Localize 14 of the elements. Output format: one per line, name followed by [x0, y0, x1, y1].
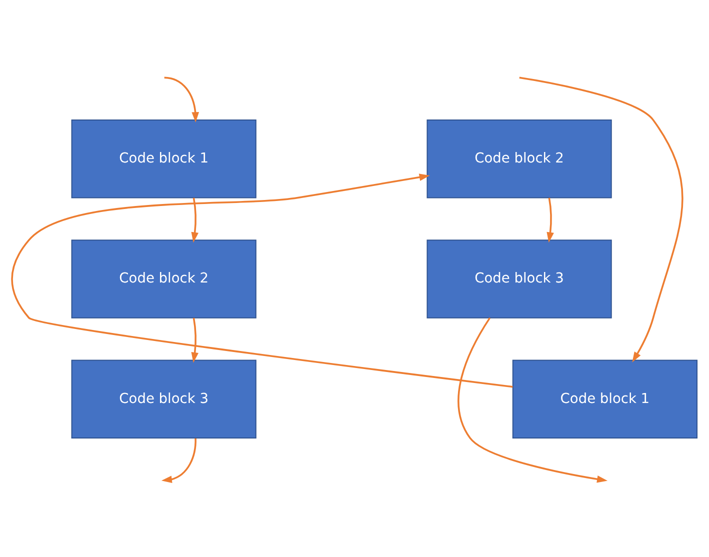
arrow: [546, 197, 554, 242]
node-box: Code block 1: [512, 359, 698, 438]
arrow: [458, 316, 608, 482]
arrow: [11, 173, 513, 388]
arrow: [191, 317, 198, 362]
node-box: Code block 2: [71, 239, 256, 318]
node-box: Code block 3: [426, 239, 612, 318]
node-box: Code block 3: [71, 359, 256, 438]
arrow: [519, 76, 684, 362]
arrow: [191, 197, 198, 242]
arrow: [161, 438, 196, 483]
node-box: Code block 2: [426, 119, 612, 198]
node-box: Code block 1: [71, 119, 256, 198]
arrow: [164, 76, 199, 122]
